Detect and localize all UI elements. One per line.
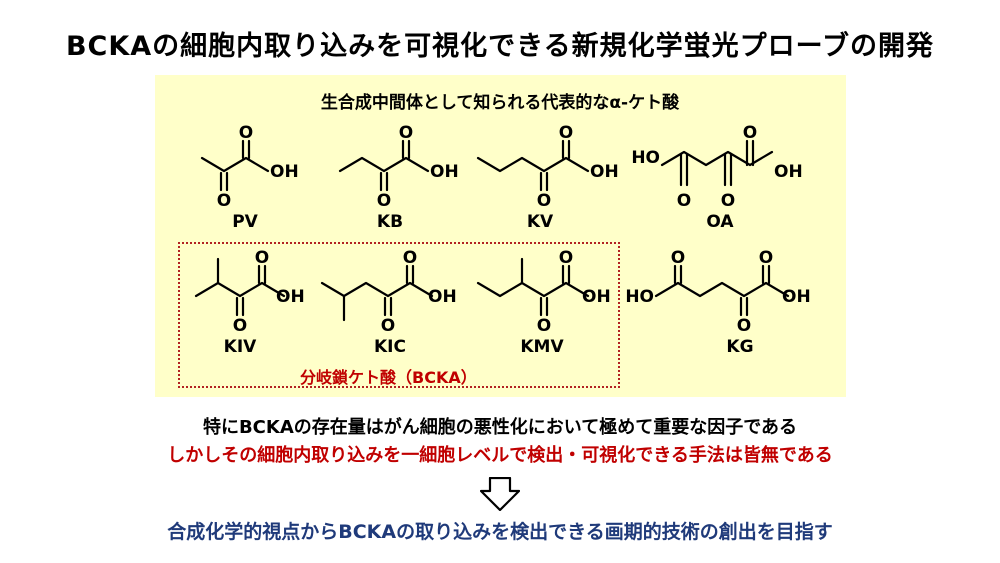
atom-oh: OH — [270, 162, 299, 182]
page-title: BCKAの細胞内取り込みを可視化できる新規化学蛍光プローブの開発 — [65, 31, 935, 62]
molecule-label-kg: KG — [726, 337, 754, 357]
atom-oh: OH — [774, 162, 803, 182]
atom-oh: OH — [782, 287, 811, 307]
statement-text: 特にBCKAの存在量はがん細胞の悪性化において極めて重要な因子である — [202, 417, 798, 438]
molecule-label-kiv: KIV — [223, 337, 257, 357]
atom-o: O — [743, 123, 757, 143]
atom-o: O — [559, 123, 573, 143]
structure-kg: HO O O O OH — [625, 248, 810, 336]
panel-title: 生合成中間体として知られる代表的なα-ケト酸 — [320, 93, 680, 113]
atom-o: O — [759, 248, 773, 268]
alpha-keto-acid-panel — [155, 75, 846, 397]
structure-kic: O O OH — [320, 248, 457, 336]
atom-o: O — [403, 248, 417, 268]
atom-o: O — [537, 191, 551, 211]
molecule-label-kb: KB — [376, 212, 404, 232]
atom-oh: OH — [430, 162, 459, 182]
atom-o: O — [377, 191, 391, 211]
bcka-group-label: 分岐鎖ケト酸（BCKA） — [300, 368, 477, 387]
atom-o: O — [239, 123, 253, 143]
atom-o: O — [537, 316, 551, 336]
problem-text: しかしその細胞内取り込みを一細胞レベルで検出・可視化できる手法は皆無である — [167, 445, 833, 466]
structure-kv: O O OH — [476, 123, 619, 211]
atom-o: O — [399, 123, 413, 143]
molecule-label-kic: KIC — [374, 337, 406, 357]
structure-pv: O O OH — [200, 123, 299, 211]
atom-o: O — [677, 191, 691, 211]
atom-ho: HO — [625, 287, 654, 307]
structure-oa: HO O O O OH — [631, 123, 802, 211]
structure-kmv: O O OH — [476, 248, 611, 336]
molecule-label-pv: PV — [232, 212, 258, 232]
atom-oh: OH — [428, 287, 457, 307]
bcka-group-box — [178, 242, 620, 388]
atom-o: O — [233, 316, 247, 336]
structure-kiv: O O OH — [194, 248, 305, 336]
structure-kb: O O OH — [338, 123, 459, 211]
atom-ho: HO — [631, 148, 660, 168]
atom-o: O — [737, 316, 751, 336]
molecule-label-kv: KV — [526, 212, 554, 232]
atom-o: O — [721, 191, 735, 211]
atom-o: O — [381, 316, 395, 336]
atom-oh: OH — [276, 287, 305, 307]
atom-oh: OH — [582, 287, 611, 307]
molecule-label-kmv: KMV — [520, 337, 564, 357]
atom-oh: OH — [590, 162, 619, 182]
molecule-label-oa: OA — [706, 212, 734, 232]
atom-o: O — [559, 248, 573, 268]
atom-o: O — [217, 191, 231, 211]
down-arrow-icon — [480, 477, 520, 511]
goal-text: 合成化学的視点からBCKAの取り込みを検出できる画期的技術の創出を目指す — [167, 521, 833, 543]
atom-o: O — [255, 248, 269, 268]
atom-o: O — [671, 248, 685, 268]
